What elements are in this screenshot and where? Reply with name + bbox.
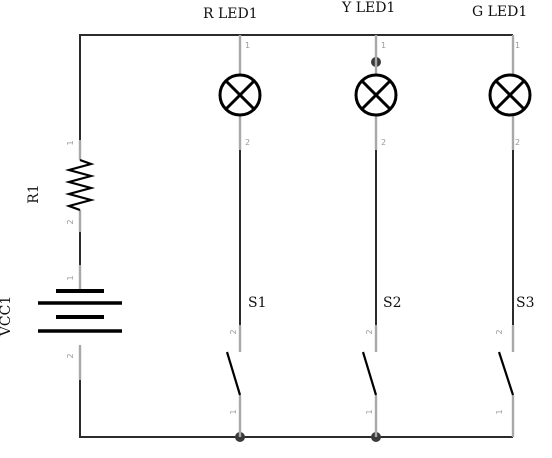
bottom-bus-wire [79, 380, 513, 438]
top-bus-wire [79, 34, 513, 140]
r-led-pin2-number: 2 [245, 138, 250, 147]
y-led-pin2-number: 2 [381, 138, 386, 147]
s1-pin1-number: 1 [229, 409, 238, 414]
switch-lever-icon [361, 351, 378, 396]
g-led-pin2-number: 2 [515, 138, 520, 147]
lamp-cross-b [494, 79, 526, 111]
battery-label: VCC1 [0, 296, 14, 337]
switch-s3: S3 2 1 [495, 295, 535, 437]
g-led-label: G LED1 [472, 4, 527, 20]
s3-label: S3 [516, 295, 535, 311]
switch-lever-icon [497, 351, 515, 396]
r-led-pin1-number: 1 [245, 41, 250, 50]
y-led-pin1-number: 1 [381, 41, 386, 50]
r-led: R LED1 1 2 [203, 6, 262, 150]
g-led: G LED1 1 2 [472, 4, 532, 150]
y-led: Y LED1 1 2 [341, 0, 398, 150]
resistor-pin2-number: 2 [66, 219, 75, 224]
r-led-label: R LED1 [203, 6, 258, 22]
switch-s1: S1 2 1 [225, 295, 267, 437]
g-led-pin1-number: 1 [515, 41, 520, 50]
battery-pin2-number: 2 [66, 353, 75, 358]
lamp-icon [354, 73, 398, 117]
switch-s2: S2 2 1 [361, 295, 402, 437]
wires [79, 34, 514, 438]
lamp-cross-b [224, 79, 256, 111]
s3-pin1-number: 1 [495, 409, 504, 414]
s2-pin1-number: 1 [365, 409, 374, 414]
resistor-label: R1 [26, 184, 42, 203]
battery-vcc1: VCC1 1 2 [0, 265, 122, 380]
battery-pin1-number: 1 [66, 275, 75, 280]
lamp-icon [488, 73, 532, 117]
lamp-icon [218, 73, 262, 117]
s1-label: S1 [248, 295, 267, 311]
resistor-r1: R1 1 2 [26, 140, 96, 232]
junctions [235, 57, 381, 442]
resistor-zigzag-icon [64, 158, 96, 212]
s2-pin2-number: 2 [365, 329, 374, 334]
s3-pin2-number: 2 [495, 329, 504, 334]
s2-label: S2 [383, 295, 402, 311]
s1-pin2-number: 2 [229, 329, 238, 334]
y-led-label: Y LED1 [341, 0, 395, 16]
switch-lever-icon [225, 351, 242, 396]
lamp-cross-b [360, 79, 392, 111]
resistor-pin1-number: 1 [66, 140, 75, 145]
